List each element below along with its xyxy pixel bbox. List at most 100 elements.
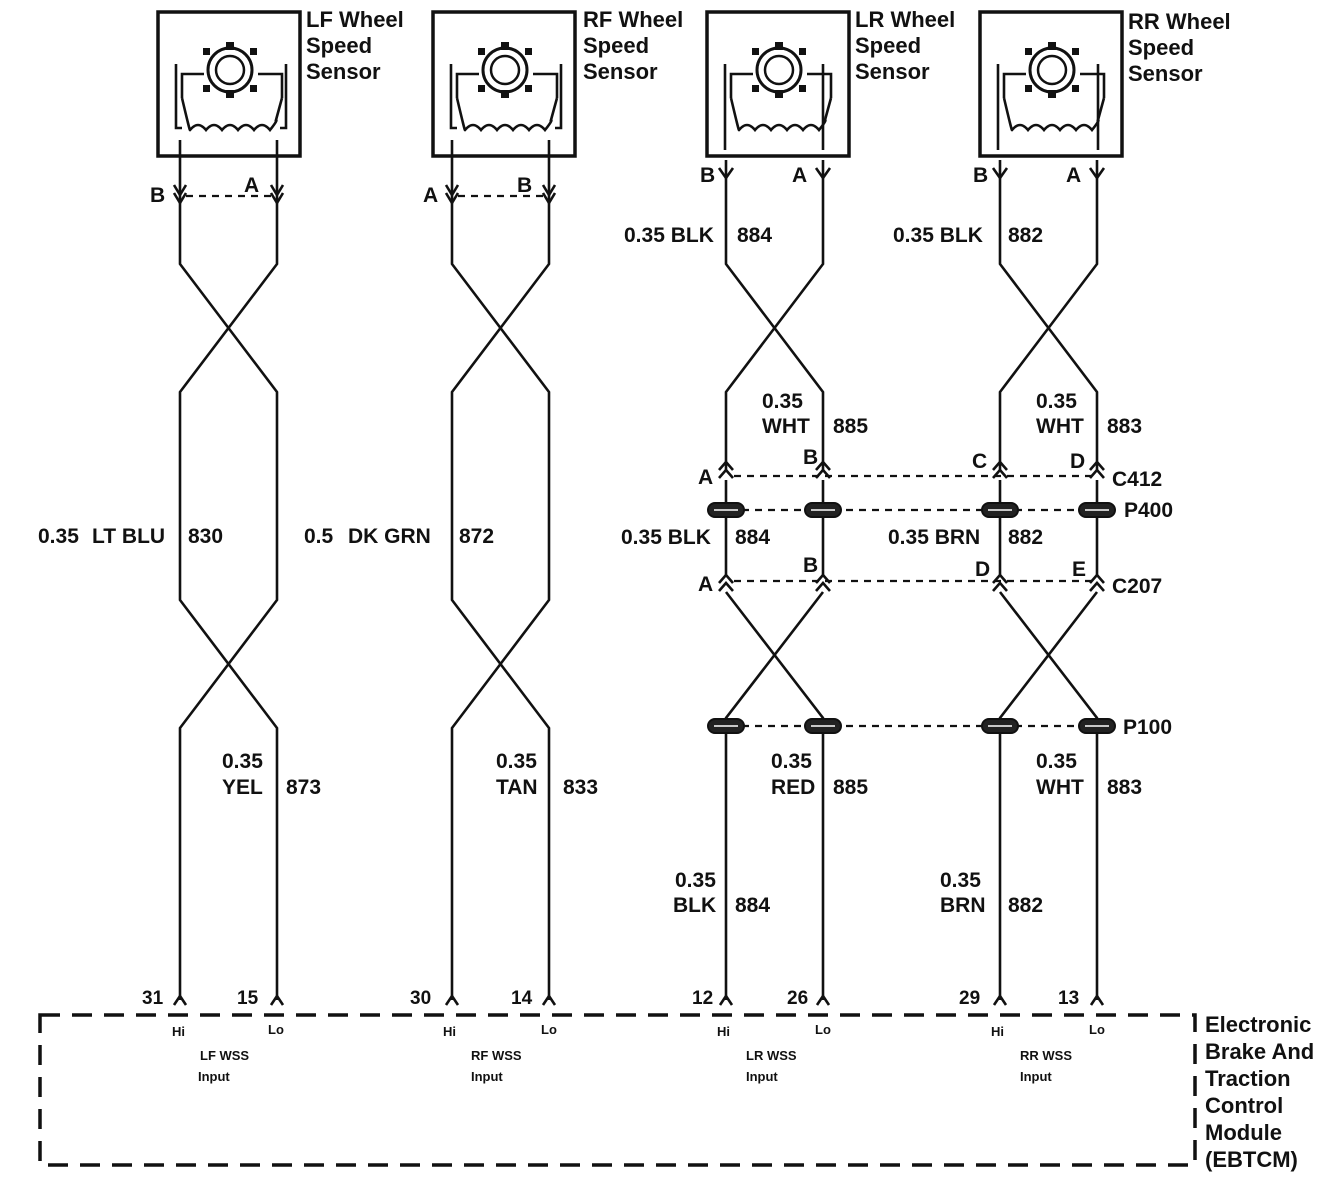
c207-pin-b: B xyxy=(803,554,818,577)
lf-lo-pin: 15 xyxy=(237,988,259,1009)
rr-white-gauge: 0.35 xyxy=(1036,390,1077,413)
lf-wiring: B A 0.35 LT BLU 830 0.35 YEL 873 xyxy=(38,140,321,1000)
rr-white-low-color: WHT xyxy=(1036,776,1084,799)
rf-lo-circuit: 833 xyxy=(563,776,598,799)
module-name-line5: Module xyxy=(1205,1120,1282,1145)
lr-red-gauge: 0.35 xyxy=(771,750,812,773)
c412-pin-b: B xyxy=(803,446,818,469)
lf-lo-gauge: 0.35 xyxy=(222,750,263,773)
rr-white-circuit: 883 xyxy=(1107,415,1142,438)
rf-twist-gauge: 0.5 xyxy=(304,525,334,548)
rf-sensor-name-line1: RF Wheel xyxy=(583,7,683,32)
module-name-line4: Control xyxy=(1205,1093,1283,1118)
module-name-line2: Brake And xyxy=(1205,1039,1314,1064)
p100-label: P100 xyxy=(1123,716,1172,739)
lr-pin-left: B xyxy=(700,164,715,187)
lr-mid-circuit: 884 xyxy=(735,526,770,549)
splice-p400: P400 xyxy=(707,499,1173,522)
rr-hi-pin: 29 xyxy=(959,988,980,1009)
splice-p100: P100 xyxy=(707,716,1172,739)
lr-sensor-name-line1: LR Wheel xyxy=(855,7,955,32)
rr-lo-pin: 13 xyxy=(1058,988,1079,1009)
lr-input-line2: Input xyxy=(746,1069,778,1084)
c412-pin-a: A xyxy=(698,466,713,489)
lr-white-circuit: 885 xyxy=(833,415,868,438)
lr-blk-circuit: 884 xyxy=(735,894,770,917)
module-name-line3: Traction xyxy=(1205,1066,1291,1091)
rr-mid-circuit: 882 xyxy=(1008,526,1043,549)
rf-sensor-name-line2: Speed xyxy=(583,33,649,58)
connector-c412: A B C D C412 xyxy=(698,446,1162,491)
p400-label: P400 xyxy=(1124,499,1173,522)
rr-sensor-name-line1: RR Wheel xyxy=(1128,9,1231,34)
rf-sensor-coil-icon xyxy=(449,42,563,133)
lf-input-line1: LF WSS xyxy=(200,1048,249,1063)
rr-wiring: B A 0.35 BLK 882 0.35 WHT 883 0.35 BRN 8… xyxy=(888,160,1142,1000)
lr-sensor: LR Wheel Speed Sensor xyxy=(705,7,955,158)
rf-twist-color: DK GRN xyxy=(348,525,431,548)
connector-c207: A B D E C207 xyxy=(698,554,1162,598)
lr-red-color: RED xyxy=(771,776,815,799)
rr-sensor-name-line3: Sensor xyxy=(1128,61,1203,86)
lr-hi-pin: 12 xyxy=(692,988,713,1009)
lf-hi-pin: 31 xyxy=(142,988,164,1009)
lf-pin-right: A xyxy=(244,174,259,197)
rf-input-line2: Input xyxy=(471,1069,503,1084)
rr-lo-label: Lo xyxy=(1089,1022,1105,1037)
rr-brn-gauge: 0.35 xyxy=(940,869,981,892)
rr-pin-left: B xyxy=(973,164,988,187)
c207-pin-e: E xyxy=(1072,558,1086,581)
lr-mid-label: 0.35 BLK xyxy=(621,526,711,549)
lf-input-line2: Input xyxy=(198,1069,230,1084)
lr-lo-pin: 26 xyxy=(787,988,808,1009)
lr-hi-label: Hi xyxy=(717,1024,730,1039)
rr-input-line2: Input xyxy=(1020,1069,1052,1084)
lf-twist-gauge: 0.35 xyxy=(38,525,79,548)
lr-pin-right: A xyxy=(792,164,807,187)
lr-red-circuit: 885 xyxy=(833,776,868,799)
c412-pin-d: D xyxy=(1070,450,1085,473)
rr-sensor-name-line2: Speed xyxy=(1128,35,1194,60)
lf-twist-circuit: 830 xyxy=(188,525,223,548)
rf-sensor: RF Wheel Speed Sensor xyxy=(431,7,683,158)
lr-sensor-coil-icon xyxy=(723,42,833,150)
lf-hi-label: Hi xyxy=(172,1024,185,1039)
rr-hi-label: Hi xyxy=(991,1024,1004,1039)
lf-lo-circuit: 873 xyxy=(286,776,321,799)
c207-label: C207 xyxy=(1112,575,1162,598)
rf-sensor-name-line3: Sensor xyxy=(583,59,658,84)
rf-lo-pin: 14 xyxy=(511,988,533,1009)
lf-sensor-name-line1: LF Wheel xyxy=(306,7,404,32)
rr-brn-circuit: 882 xyxy=(1008,894,1043,917)
lf-sensor: LF Wheel Speed Sensor xyxy=(156,7,404,158)
rr-input-line1: RR WSS xyxy=(1020,1048,1072,1063)
rr-top-circuit: 882 xyxy=(1008,224,1043,247)
c207-pin-d: D xyxy=(975,558,990,581)
lf-sensor-name-line3: Sensor xyxy=(306,59,381,84)
module-pin-arrows xyxy=(172,993,1105,1006)
rf-lo-label: Lo xyxy=(541,1022,557,1037)
lr-wiring: B A 0.35 BLK 884 0.35 WHT 885 0.35 BLK 8… xyxy=(621,160,868,1000)
rf-lo-color: TAN xyxy=(496,776,538,799)
rr-pin-right: A xyxy=(1066,164,1081,187)
rf-pin-right: B xyxy=(517,174,532,197)
lf-lo-label: Lo xyxy=(268,1022,284,1037)
lr-sensor-name-line2: Speed xyxy=(855,33,921,58)
ebtcm-outline xyxy=(38,1013,1197,1167)
lr-top-label: 0.35 BLK xyxy=(624,224,714,247)
lf-sensor-name-line2: Speed xyxy=(306,33,372,58)
lf-twist-color: LT BLU xyxy=(92,525,165,548)
rr-mid-label: 0.35 BRN xyxy=(888,526,980,549)
lr-input-line1: LR WSS xyxy=(746,1048,797,1063)
lr-blk-gauge: 0.35 xyxy=(675,869,716,892)
lr-lo-label: Lo xyxy=(815,1022,831,1037)
rf-input-line1: RF WSS xyxy=(471,1048,522,1063)
lr-white-color: WHT xyxy=(762,415,810,438)
rr-white-low-circuit: 883 xyxy=(1107,776,1142,799)
rf-wiring: A B 0.5 DK GRN 872 0.35 TAN 833 xyxy=(304,140,598,1000)
c207-pin-a: A xyxy=(698,573,713,596)
ebtcm-module: 31 15 30 14 12 26 29 13 Hi Lo Hi Lo Hi L… xyxy=(38,988,1314,1172)
rr-white-color: WHT xyxy=(1036,415,1084,438)
lr-white-gauge: 0.35 xyxy=(762,390,803,413)
